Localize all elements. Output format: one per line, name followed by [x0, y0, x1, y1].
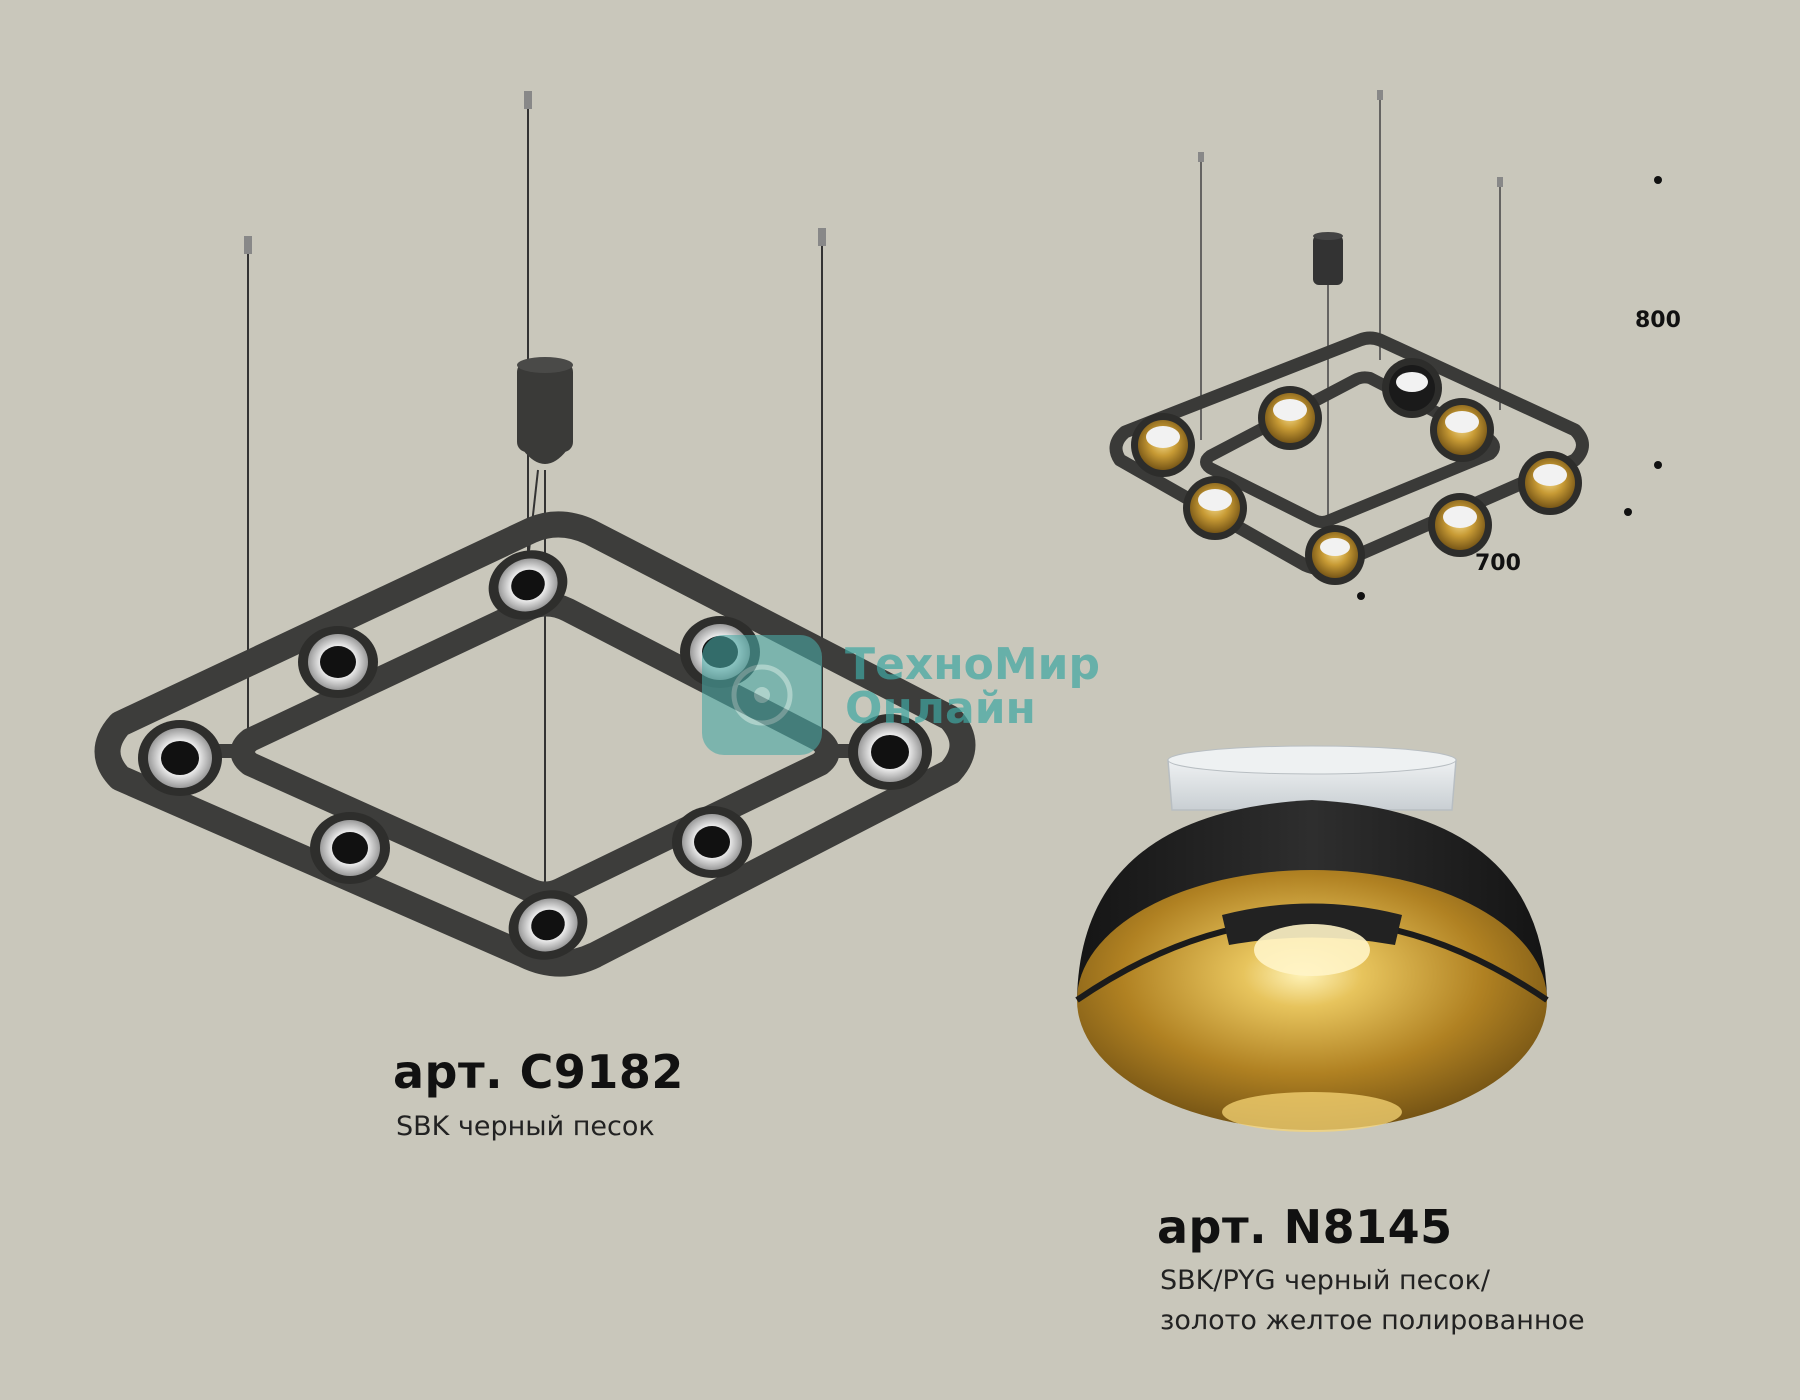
dimension-dot — [1357, 592, 1365, 600]
watermark-logo-icon — [702, 635, 822, 755]
spot-lights-small — [1131, 358, 1582, 585]
main-article-finish: SBK черный песок — [396, 1111, 655, 1142]
small-chandelier — [1109, 90, 1589, 585]
dimension-height: 800 — [1635, 308, 1681, 333]
shade-article-title: арт. N8145 — [1157, 1200, 1453, 1254]
dimension-width: 700 — [1475, 551, 1521, 576]
shade-finish-line1: SBK/PYG черный песок/ — [1160, 1265, 1490, 1296]
watermark-line2: Онлайн — [845, 683, 1036, 734]
shade-illustration — [1075, 745, 1549, 1132]
dimension-dot — [1624, 508, 1632, 516]
dimension-dot — [1654, 176, 1662, 184]
watermark-line1: ТехноМир — [845, 639, 1100, 690]
watermark: ТехноМир Онлайн — [700, 625, 1130, 765]
large-chandelier — [94, 91, 976, 977]
dimension-dot — [1654, 461, 1662, 469]
shade-finish-line2: золото желтое полированное — [1160, 1305, 1585, 1336]
main-article-title: арт. C9182 — [393, 1045, 684, 1099]
